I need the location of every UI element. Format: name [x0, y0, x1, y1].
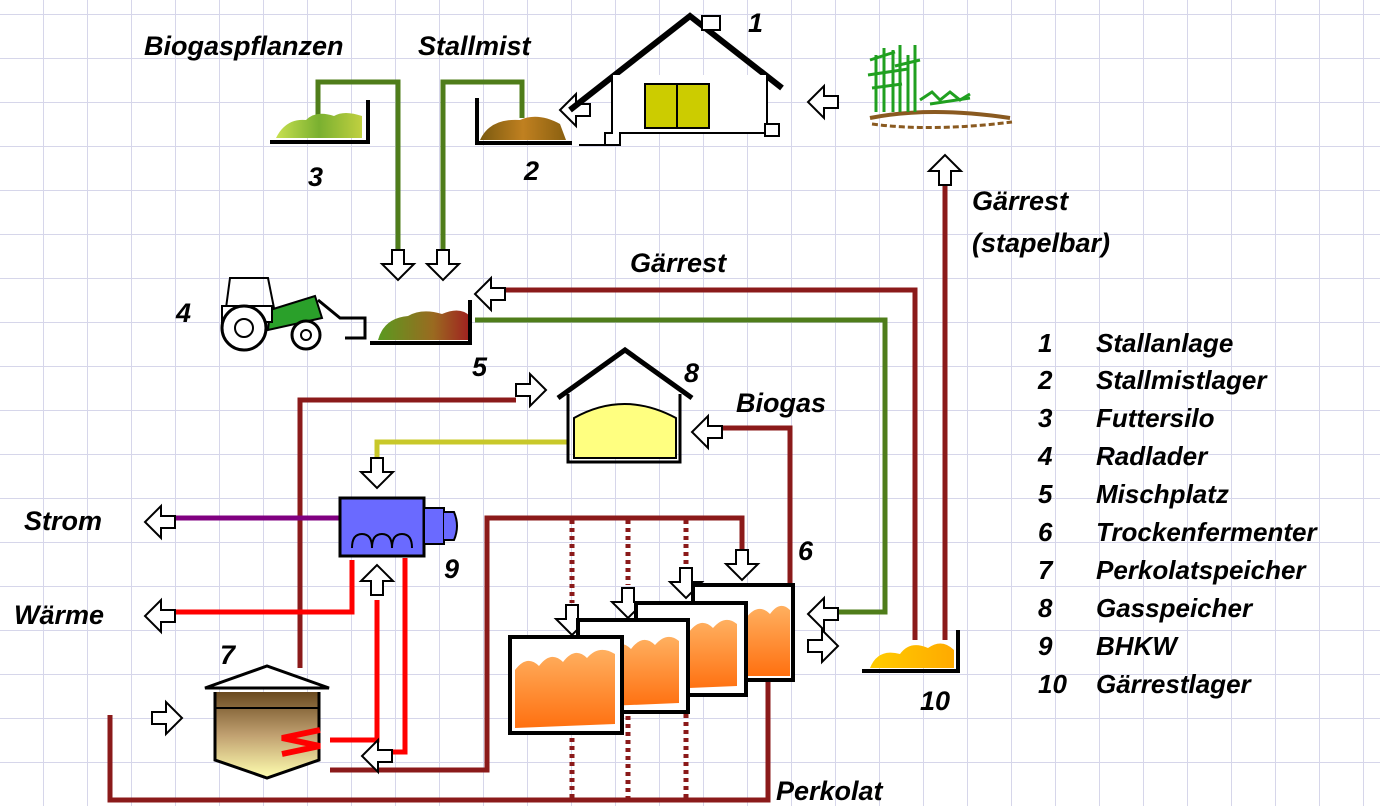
pipe-waerme	[175, 560, 355, 615]
legend-text: Futtersilo	[1096, 403, 1215, 433]
label-strom: Strom	[24, 506, 102, 536]
arrow-up-icon	[358, 563, 396, 596]
label-stallmist: Stallmist	[418, 31, 532, 61]
legend-text: Stallmistlager	[1096, 365, 1268, 395]
legend-text: Stallanlage	[1096, 328, 1233, 358]
legend-text: BHKW	[1096, 631, 1179, 661]
legend-num: 9	[1038, 631, 1053, 661]
mischplatz-icon	[370, 300, 472, 345]
legend-num: 7	[1038, 555, 1054, 585]
number-4: 4	[175, 298, 191, 328]
arrow-right-icon	[515, 371, 548, 409]
arrow-left-icon	[806, 595, 839, 633]
number-6: 6	[798, 536, 814, 566]
legend-text: Radlader	[1096, 441, 1209, 471]
pipe-mist-to-misch	[440, 79, 525, 250]
arrow-right-icon	[151, 699, 184, 737]
arrow-down-icon	[379, 249, 417, 282]
legend-num: 1	[1038, 328, 1052, 358]
label-waerme: Wärme	[14, 600, 104, 630]
number-1: 1	[748, 8, 763, 38]
number-10: 10	[920, 686, 950, 716]
legend-num: 10	[1038, 669, 1067, 699]
number-3: 3	[308, 162, 323, 192]
flow-labels: Biogaspflanzen Stallmist Gärrest Gärrest…	[14, 31, 1110, 806]
bhkw-icon	[338, 496, 458, 558]
futtersilo-icon	[270, 100, 370, 144]
legend-num: 3	[1038, 403, 1053, 433]
stallanlage-icon	[568, 12, 784, 146]
arrow-left-icon	[806, 83, 839, 121]
arrow-left-icon	[558, 91, 591, 129]
arrow-left-icon	[143, 597, 176, 635]
number-8: 8	[684, 358, 699, 388]
number-2: 2	[523, 156, 539, 186]
fermenter-box-1	[508, 635, 624, 735]
pipe-perkolat-top	[330, 515, 745, 773]
label-biogas: Biogas	[736, 388, 826, 418]
number-9: 9	[444, 554, 459, 584]
legend-text: Mischplatz	[1096, 479, 1229, 509]
legend-text: Perkolatspeicher	[1096, 555, 1307, 585]
arrow-left-icon	[690, 413, 723, 451]
pipe-gaerrest-to-misch	[505, 287, 918, 640]
arrow-right-icon	[807, 627, 840, 665]
number-5: 5	[472, 352, 488, 382]
pipe-misch-to-fermenter	[475, 317, 888, 615]
gaerrestlager-icon	[862, 630, 960, 673]
arrow-down-icon	[723, 549, 761, 582]
arrow-left-icon	[473, 275, 506, 313]
plants-icon	[867, 45, 1013, 130]
legend-num: 2	[1037, 365, 1053, 395]
arrow-up-icon	[926, 153, 964, 186]
legend-text: Gärrestlager	[1096, 669, 1253, 699]
arrow-down-icon	[424, 249, 462, 282]
number-7: 7	[220, 640, 237, 670]
trockenfermenter-icon	[508, 583, 795, 735]
radlader-icon	[220, 277, 367, 352]
pipe-perk-to-gas	[297, 397, 516, 668]
legend-num: 5	[1038, 479, 1053, 509]
legend-num: 4	[1037, 441, 1053, 471]
gasspeicher-icon	[556, 346, 694, 464]
arrow-left-icon	[360, 737, 393, 775]
component-numbers: 1 2 3 4 5 6 7 8 9 10	[175, 8, 950, 716]
stallmistlager-icon	[475, 98, 572, 145]
arrow-left-icon	[143, 503, 176, 541]
legend-num: 8	[1038, 593, 1053, 623]
label-gaerrest: Gärrest	[630, 248, 727, 278]
label-biogaspflanzen: Biogaspflanzen	[144, 31, 344, 61]
pipe-waerme-to-perk-2	[392, 558, 408, 755]
pipe-biogas	[722, 425, 793, 585]
label-gaerrest-stapelbar-1: Gärrest	[972, 186, 1069, 216]
pipe-gas-to-bhkw	[374, 439, 568, 458]
legend-text: Gasspeicher	[1096, 593, 1254, 623]
pipe-perkolat-bottom	[107, 675, 771, 803]
pipes	[107, 79, 948, 803]
legend: 1 Stallanlage 2 Stallmistlager 3 Futters…	[1037, 328, 1318, 699]
label-perkolat: Perkolat	[776, 776, 884, 806]
label-gaerrest-stapelbar-2: (stapelbar)	[972, 228, 1110, 258]
pipe-futter-to-misch	[315, 79, 401, 250]
arrow-down-icon	[358, 457, 396, 490]
legend-num: 6	[1038, 517, 1053, 547]
pipe-waerme-to-perk-1	[330, 600, 380, 743]
perkolatspeicher-icon	[204, 664, 330, 780]
legend-text: Trockenfermenter	[1096, 517, 1318, 547]
